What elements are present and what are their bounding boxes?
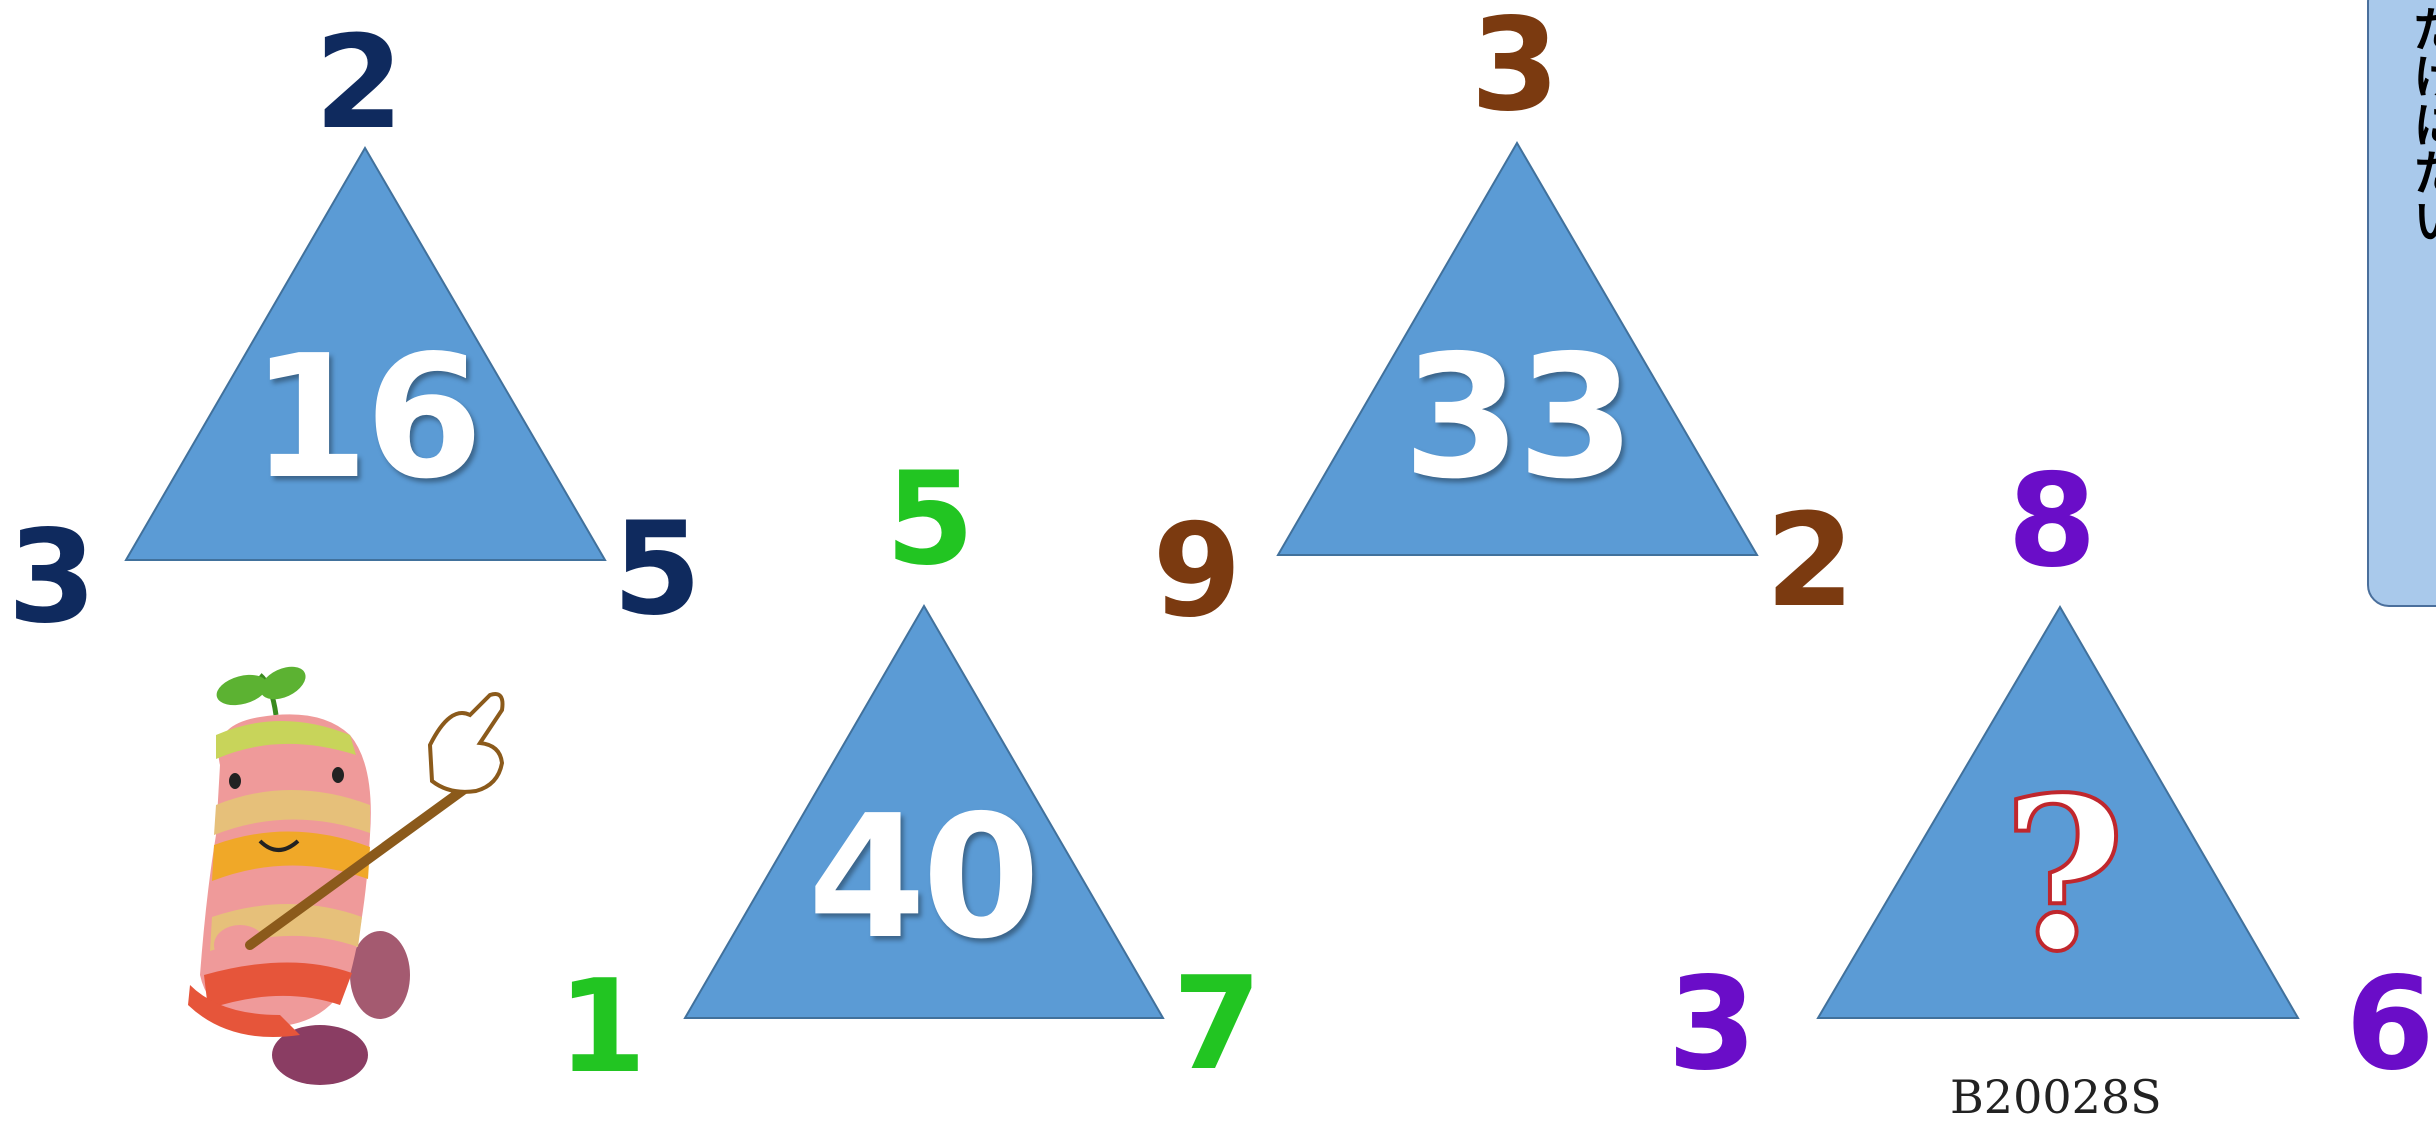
triangle-3-shape xyxy=(1276,141,1759,556)
footer-code: B20028S xyxy=(1950,1070,2162,1124)
triangles-layer xyxy=(124,141,2300,1019)
triangle-1-left-number: 3 xyxy=(7,503,97,652)
triangle-4-shape xyxy=(1816,605,2300,1019)
triangle-2-center-number: 40 xyxy=(807,779,1041,977)
triangle-2-right-number: 7 xyxy=(1172,950,1262,1099)
puzzle-canvas: 2 3 5 16 5 1 7 40 3 9 2 33 8 3 6 ? だけにたい… xyxy=(7,0,2436,1124)
triangle-3-center-number: 33 xyxy=(1402,319,1636,517)
triangle-4-right-number: 6 xyxy=(2345,950,2435,1099)
triangle-3-right-number: 2 xyxy=(1765,487,1855,636)
side-panel: だけにたい！ xyxy=(2367,0,2436,607)
pointing-mascot-icon xyxy=(188,666,505,1085)
side-panel-text: だけにたい！ xyxy=(2404,4,2436,292)
triangle-3-top-number: 3 xyxy=(1470,0,1560,140)
triangle-3-left-number: 9 xyxy=(1152,497,1242,646)
question-mark: ? xyxy=(2000,751,2127,998)
triangle-4-top-number: 8 xyxy=(2007,447,2097,596)
triangle-1-shape xyxy=(124,146,607,561)
triangle-2-top-number: 5 xyxy=(885,445,975,594)
triangle-4-left-number: 3 xyxy=(1667,950,1757,1099)
triangle-2-left-number: 1 xyxy=(557,953,647,1102)
triangle-1-top-number: 2 xyxy=(314,9,404,158)
triangle-1-right-number: 5 xyxy=(612,495,702,644)
triangle-1-center-number: 16 xyxy=(250,319,484,517)
triangle-2-shape xyxy=(683,604,1165,1019)
